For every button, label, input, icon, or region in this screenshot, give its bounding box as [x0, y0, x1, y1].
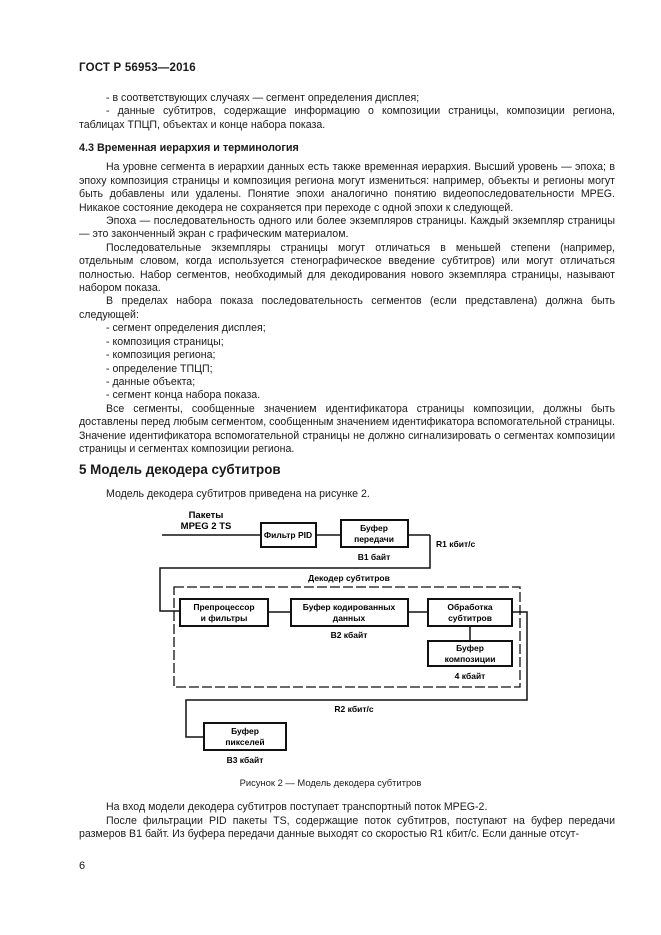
composition-buffer-label: Буфер [456, 643, 484, 653]
bottom-text: На вход модели декодера субтитров поступ… [79, 801, 615, 842]
figure-caption: Рисунок 2 — Модель декодера субтитров [239, 777, 422, 788]
b3-label: В3 кбайт [227, 755, 264, 765]
composition-buffer-label: композиции [445, 654, 496, 664]
document-header: ГОСТ Р 56953—2016 [79, 62, 196, 74]
section-4-3: 4.3 Временная иерархия и терминология На… [79, 142, 615, 456]
paragraph: На вход модели декодера субтитров поступ… [106, 801, 488, 813]
preprocessor-box [179, 598, 269, 627]
tx-buffer-box [340, 519, 409, 548]
section-title: 4.3 Временная иерархия и терминология [79, 142, 299, 154]
paragraph: Все сегменты, сообщенные значением идент… [79, 402, 615, 455]
tx-buffer-label: передачи [354, 534, 394, 544]
composition-buffer-box [427, 640, 513, 667]
section-5-intro: Модель декодера субтитров приведена на р… [106, 488, 370, 500]
processing-label: Обработка [447, 602, 492, 612]
b1-label: В1 байт [358, 552, 391, 562]
list-item: - определение ТПЦП; [106, 362, 213, 375]
preprocessor-label: Препроцессор [193, 602, 254, 612]
section-5-title: 5 Модель декодера субтитров [79, 462, 281, 477]
input-label: Пакеты [189, 510, 224, 521]
tx-buffer-label: Буфер [360, 523, 388, 533]
page-number: 6 [79, 860, 86, 872]
decoder-boundary [173, 586, 521, 688]
b2-label: В2 кбайт [331, 630, 368, 640]
coded-buffer-label: Буфер кодированных [303, 602, 396, 612]
processing-label: субтитров [448, 613, 492, 623]
pixel-buffer-box [203, 722, 287, 751]
paragraph: После фильтрации PID пакеты TS, содержащ… [79, 814, 615, 841]
paragraph: В пределах набора показа последовательно… [79, 295, 615, 321]
4kb-label: 4 кбайт [455, 671, 486, 681]
pid-filter-label: Фильтр PID [264, 530, 312, 540]
paragraph: Последовательные экземпляры страницы мог… [79, 241, 615, 295]
list-item: - сегмент определения дисплея; [106, 322, 266, 335]
list-item: - композиция страницы; [106, 335, 224, 348]
preprocessor-label: и фильтры [201, 613, 248, 623]
paragraph: На уровне сегмента в иерархии данных ест… [79, 161, 615, 214]
input-line [159, 534, 431, 612]
r1-label: R1 кбит/с [436, 539, 475, 549]
pid-filter-box [260, 522, 317, 548]
pixel-buffer-label: пикселей [225, 737, 264, 747]
output-line [185, 611, 528, 738]
list-item: - данные объекта; [106, 375, 196, 388]
list-item: - композиция региона; [106, 349, 216, 362]
coded-buffer-label: данных [333, 613, 366, 623]
list-item: - сегмент конца набора показа. [106, 389, 261, 402]
list-item: - в соответствующих случаях — сегмент оп… [106, 92, 420, 104]
paragraph: Эпоха — последовательность одного или бо… [79, 215, 615, 241]
pixel-buffer-label: Буфер [231, 726, 259, 736]
list-item: - данные субтитров, содержащие информаци… [79, 105, 615, 131]
input-label: MPEG 2 TS [181, 521, 232, 532]
top-list: - в соответствующих случаях — сегмент оп… [79, 92, 615, 132]
decoder-label: Декодер субтитров [308, 573, 390, 583]
r2-label: R2 кбит/с [334, 704, 373, 714]
